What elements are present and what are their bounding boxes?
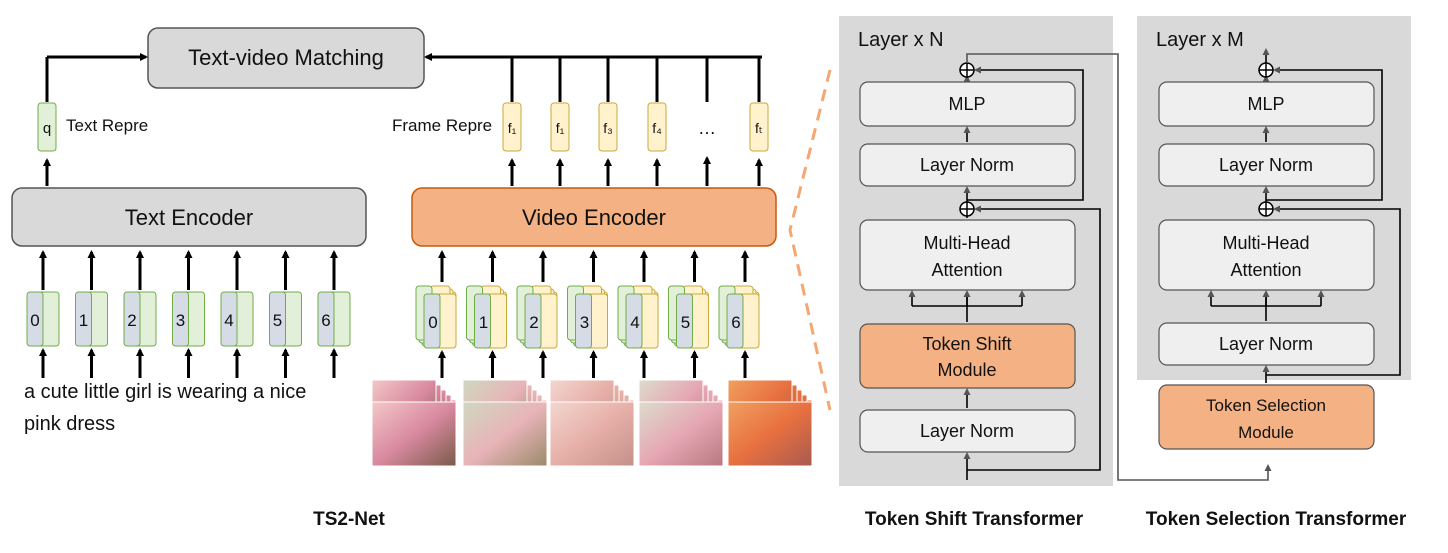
frame-token-label: 0: [428, 313, 437, 332]
shift-layernorm-bottom-label: Layer Norm: [920, 421, 1014, 441]
selection-residual-add-bottom: [1258, 201, 1274, 217]
selection-layer-panel: [1137, 16, 1411, 380]
frame-token-label: 1: [479, 313, 488, 332]
frame-repr-token-label: f₃: [603, 120, 613, 136]
token-shift-transformer-title: Token Shift Transformer: [865, 509, 1084, 530]
frame-repr-token: [550, 102, 570, 152]
frame-repr-token: [502, 102, 522, 152]
word-token-group: 0 1 2 3 4 5 6: [26, 250, 351, 378]
frame-repr-group: f₁ f₁ f₃ f₄ … fₜ: [502, 57, 769, 186]
frame-repr-token-label: f₁: [556, 120, 565, 136]
selection-attention-line2: Attention: [1230, 260, 1301, 280]
frame-token: [676, 293, 693, 349]
selection-mlp-label: MLP: [1247, 94, 1284, 114]
frame-repr-ellipsis: …: [698, 118, 716, 138]
zoom-connector: [788, 69, 832, 411]
selection-attention-line1: Multi-Head: [1222, 233, 1309, 253]
frame-token-group: 0 1 2 3 4 5 6: [415, 250, 760, 378]
frame-repr-token-label: f₄: [652, 120, 662, 136]
shift-residual-add-bottom: [959, 201, 975, 217]
frame-token: [726, 293, 744, 349]
text-encoder-label: Text Encoder: [125, 205, 253, 230]
text-encoder-box: [11, 187, 367, 247]
caption-line2: pink dress: [24, 413, 115, 435]
frame-token-label: 2: [529, 313, 538, 332]
shift-layernorm-top-label: Layer Norm: [920, 155, 1014, 175]
selection-layernorm-bottom-label: Layer Norm: [1219, 334, 1313, 354]
word-token-label: 0: [30, 311, 39, 330]
frame-image: [638, 401, 724, 467]
frame-repr-token: [749, 102, 769, 152]
frame-token-label: 3: [580, 313, 589, 332]
word-token: [317, 291, 335, 347]
token-selection-module-line1: Token Selection: [1206, 396, 1326, 415]
frame-repr-token: [598, 102, 618, 152]
frame-repr-token-label: fₜ: [755, 120, 763, 136]
word-token-label: 6: [321, 311, 330, 330]
selection-connections: [1207, 48, 1401, 383]
frame-repr-token-label: f₁: [508, 120, 517, 136]
caption-line1: a cute little girl is wearing a nice: [24, 381, 306, 403]
text-repr-token: [37, 102, 57, 152]
word-token: [269, 291, 286, 347]
token-shift-module-line1: Token Shift: [922, 334, 1011, 354]
word-token: [123, 291, 141, 347]
token-selection-module-box: [1158, 384, 1375, 450]
word-token: [172, 291, 189, 347]
frame-token-label: 5: [681, 313, 690, 332]
frame-image: [371, 401, 457, 467]
word-token-label: 2: [127, 311, 136, 330]
frame-image-group: [371, 379, 813, 467]
video-encoder-box: [411, 187, 777, 247]
frame-token-label: 6: [731, 313, 740, 332]
frame-token: [524, 293, 542, 349]
selection-layernorm-top-label: Layer Norm: [1219, 155, 1313, 175]
frame-image: [462, 401, 548, 467]
frame-token: [575, 293, 592, 349]
token-selection-transformer-title: Token Selection Transformer: [1146, 509, 1407, 530]
word-token: [75, 291, 92, 347]
matching-label: Text-video Matching: [188, 45, 384, 70]
frame-image: [727, 401, 813, 467]
word-token-label: 4: [224, 311, 233, 330]
shift-mlp-label: MLP: [948, 94, 985, 114]
shift-layer-label: Layer x N: [858, 29, 944, 51]
text-repr-token-label: q: [43, 120, 51, 137]
token-shift-module-line2: Module: [937, 360, 996, 380]
frame-token: [423, 293, 441, 349]
shift-attention-line2: Attention: [931, 260, 1002, 280]
shift-residual-add-top: [959, 62, 975, 78]
word-token: [220, 291, 238, 347]
frame-token: [474, 293, 491, 349]
frame-token: [625, 293, 643, 349]
word-token-label: 3: [176, 311, 185, 330]
shift-attention-line1: Multi-Head: [923, 233, 1010, 253]
shift-to-selection-connector: [966, 53, 1272, 481]
frame-image: [549, 401, 635, 467]
word-token-label: 1: [79, 311, 88, 330]
selection-residual-add-top: [1258, 62, 1274, 78]
word-token: [26, 291, 44, 347]
video-encoder-label: Video Encoder: [522, 205, 666, 230]
ts2net-title: TS2-Net: [313, 509, 385, 530]
frame-token-label: 4: [630, 313, 639, 332]
frame-repr-token: [647, 102, 667, 152]
word-token-label: 5: [273, 311, 282, 330]
text-repr-label: Text Repre: [66, 116, 148, 135]
frame-repr-label: Frame Repre: [392, 116, 492, 135]
selection-layer-label: Layer x M: [1156, 29, 1244, 51]
token-selection-module-line2: Module: [1238, 423, 1294, 442]
